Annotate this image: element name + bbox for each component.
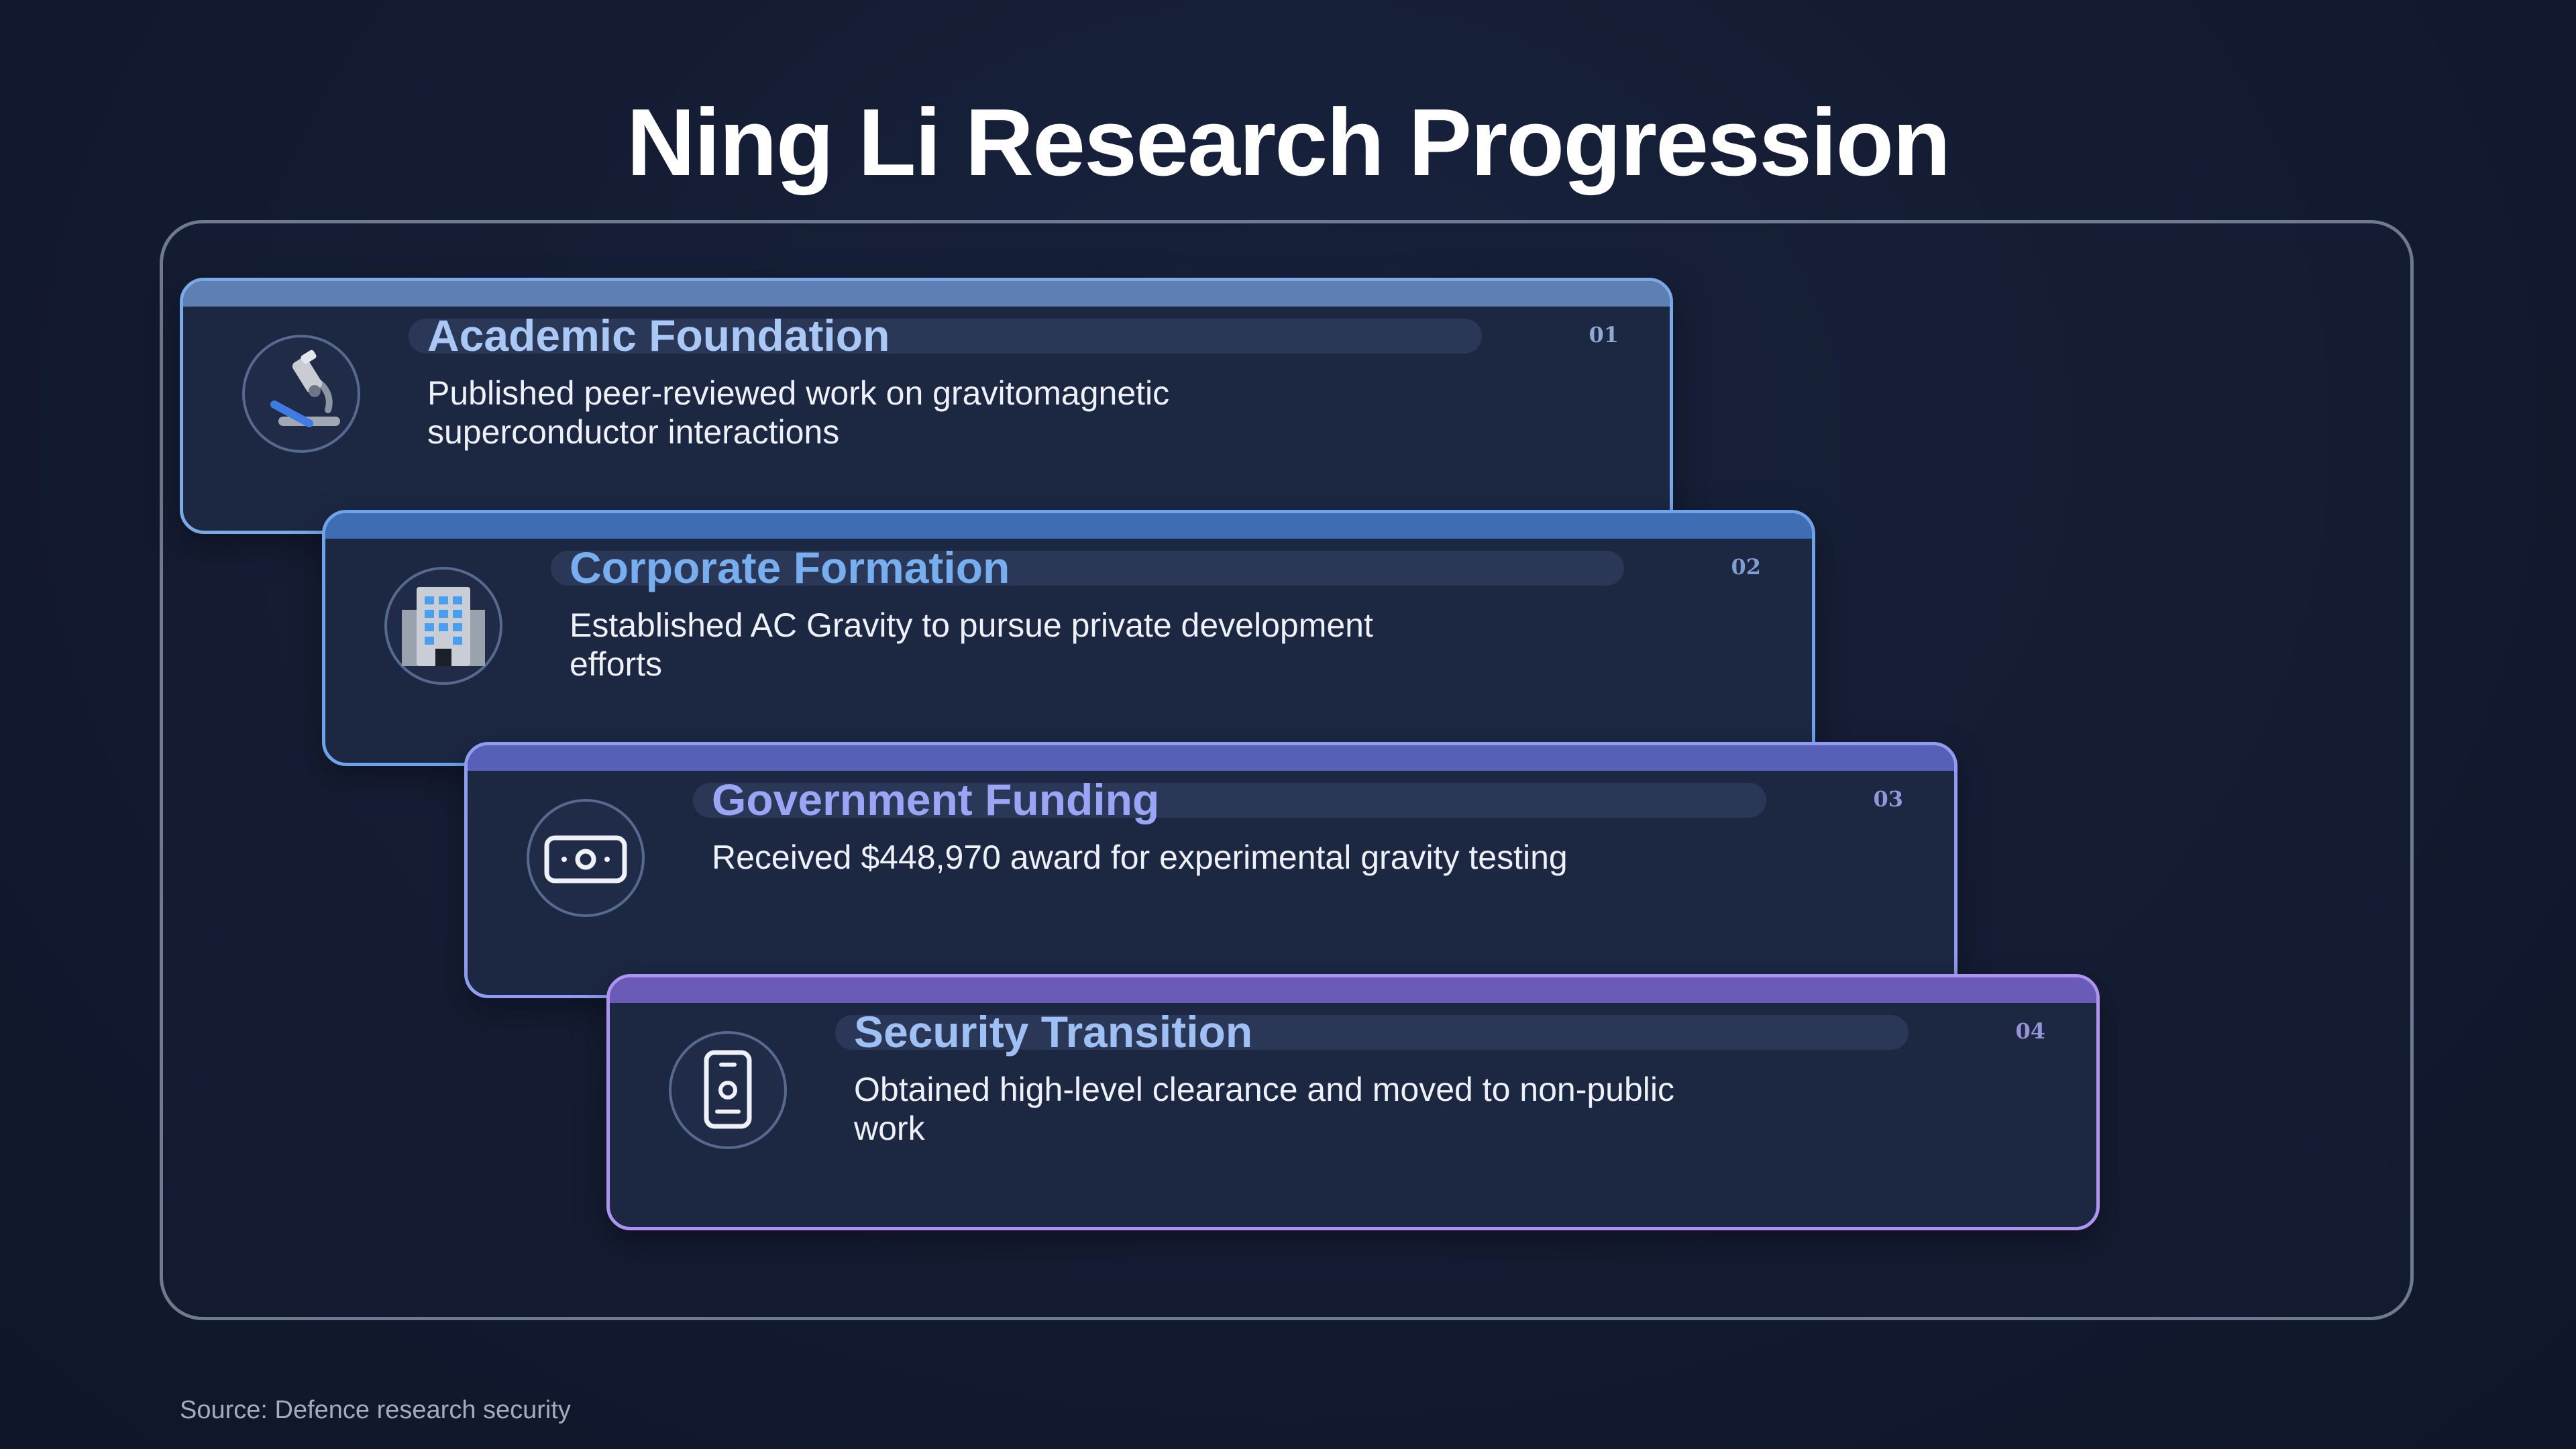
step-description: Established AC Gravity to pursue private…	[570, 606, 1373, 683]
step-number: 04	[2015, 1018, 2045, 1044]
page-title: Ning Li Research Progression	[626, 89, 1951, 196]
step-heading: Security Transition	[854, 1007, 1253, 1057]
step-heading: Government Funding	[712, 775, 1160, 824]
step-card-academic-foundation: Academic Foundation 01 Published peer-re…	[180, 278, 1673, 534]
step-number: 03	[1873, 786, 1903, 812]
step-description: Published peer-reviewed work on gravitom…	[427, 374, 1170, 451]
card-accent-bar	[325, 513, 1812, 539]
step-description: Obtained high-level clearance and moved …	[854, 1071, 1674, 1147]
step-card-government-funding: Government Funding 03 Received $448,970 …	[464, 742, 1957, 998]
step-description: Received $448,970 award for experimental…	[712, 839, 1568, 876]
card-accent-bar	[468, 745, 1954, 771]
card-accent-bar	[183, 281, 1670, 307]
heading-highlight	[835, 1015, 1909, 1050]
step-number: 01	[1589, 322, 1619, 347]
heading-highlight	[551, 551, 1624, 586]
step-card-corporate-formation: Corporate Formation 02 Established AC Gr…	[322, 510, 1815, 766]
microscope-icon	[242, 335, 360, 453]
step-heading: Academic Foundation	[427, 311, 890, 360]
office-building-icon	[384, 567, 502, 685]
banknote-icon	[527, 799, 645, 917]
source-note: Source: Defence research security	[180, 1396, 571, 1424]
card-accent-bar	[610, 977, 2096, 1003]
step-number: 02	[1731, 554, 1761, 580]
heading-highlight	[693, 783, 1766, 818]
heading-highlight	[409, 319, 1482, 354]
step-card-security-transition: Security Transition 04 Obtained high-lev…	[606, 974, 2100, 1230]
step-heading: Corporate Formation	[570, 543, 1010, 592]
id-badge-icon	[669, 1031, 787, 1149]
